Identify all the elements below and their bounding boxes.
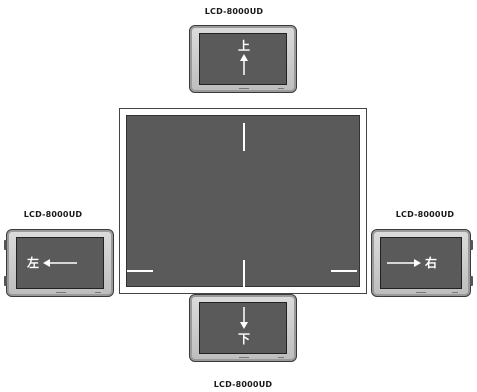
monitor-bottom: 下 <box>189 294 297 362</box>
monitor-left-logo <box>56 292 66 293</box>
direction-right-label: 右 <box>425 256 438 270</box>
direction-up-label: 上 <box>238 39 251 53</box>
label-bottom-monitor: LCD-8000UD <box>213 380 273 389</box>
monitor-left: 左 <box>4 229 114 297</box>
arrow-right-icon <box>387 259 421 267</box>
arrow-down-icon <box>240 307 248 329</box>
main-display-screen <box>126 115 360 288</box>
marker-right-center <box>331 270 357 272</box>
main-display-frame <box>119 108 367 294</box>
marker-top-center <box>243 123 245 151</box>
label-top-monitor: LCD-8000UD <box>204 7 264 16</box>
monitor-right-logo <box>416 292 426 293</box>
monitor-top: 上 <box>189 25 297 93</box>
monitor-left-knob-bottom <box>4 276 7 286</box>
monitor-bottom-screen: 下 <box>199 302 287 354</box>
monitor-right-knob-bottom <box>470 276 473 286</box>
monitor-right-badge <box>452 292 458 293</box>
label-left-monitor: LCD-8000UD <box>23 210 83 219</box>
monitor-bottom-badge <box>278 357 284 358</box>
monitor-left-badge <box>95 292 101 293</box>
marker-left-center <box>127 270 153 272</box>
marker-bottom-center <box>243 260 245 288</box>
arrow-left-icon <box>43 259 77 267</box>
monitor-right: 右 <box>371 229 473 297</box>
monitor-right-knob-top <box>470 240 473 250</box>
monitor-left-knob-top <box>4 240 7 250</box>
monitor-top-badge <box>278 88 284 89</box>
direction-left-label: 左 <box>27 256 40 270</box>
direction-down-label: 下 <box>238 332 251 346</box>
monitor-bottom-logo <box>239 357 249 358</box>
monitor-top-screen: 上 <box>199 33 287 85</box>
monitor-left-screen: 左 <box>16 237 104 289</box>
monitor-top-logo <box>239 88 249 89</box>
arrow-up-icon <box>240 54 248 75</box>
monitor-right-screen: 右 <box>380 237 462 289</box>
label-right-monitor: LCD-8000UD <box>395 210 455 219</box>
